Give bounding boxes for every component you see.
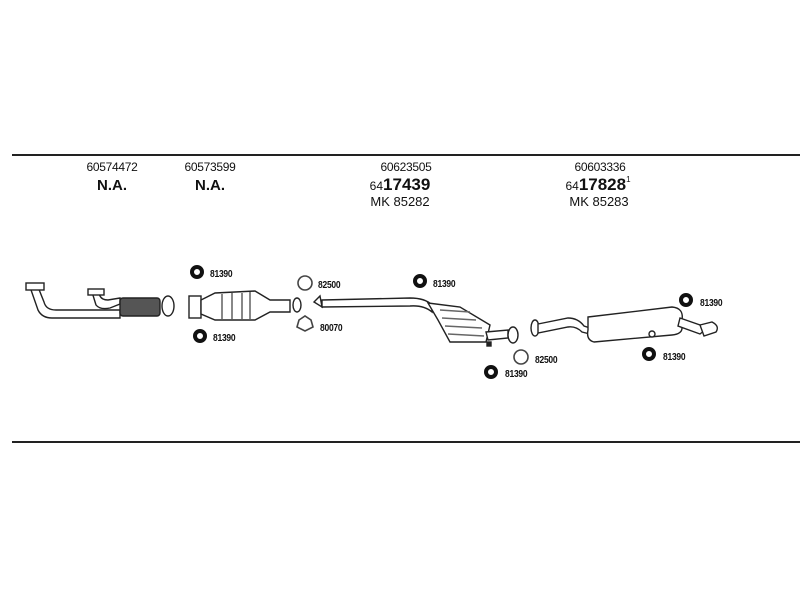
rubber-ring-icon (484, 365, 498, 379)
rubber-ring-icon (193, 329, 207, 343)
top-divider (12, 154, 800, 156)
bottom-divider (12, 441, 800, 443)
part-label: 80070 (320, 323, 343, 334)
middle-silencer-icon (312, 294, 519, 347)
ref-middle-silencer: 6417439 (369, 175, 431, 194)
flange-gasket-icon (296, 315, 314, 332)
rubber-ring-icon (642, 347, 656, 361)
catalytic-converter-icon (188, 290, 302, 321)
rubber-ring-icon (679, 293, 693, 307)
part-label: 81390 (213, 333, 236, 344)
part-number-middle-silencer: 60623505 (380, 160, 432, 174)
gasket-ring-icon (513, 349, 529, 365)
part-number-front-pipe: 60574472 (86, 160, 138, 174)
part-label: 81390 (210, 269, 233, 280)
rear-silencer-icon (530, 306, 719, 343)
part-label: 81390 (433, 279, 456, 290)
status-front-pipe: N.A. (97, 177, 127, 194)
part-number-catalyst: 60573599 (184, 160, 236, 174)
part-label: 82500 (318, 280, 341, 291)
part-number-rear-silencer: 60603336 (574, 160, 626, 174)
rubber-ring-icon (413, 274, 427, 288)
part-label: 82500 (535, 355, 558, 366)
rubber-mounts (190, 265, 693, 379)
part-label: 81390 (700, 298, 723, 309)
part-label: 81390 (663, 352, 686, 363)
status-catalyst: N.A. (195, 177, 225, 194)
ref-rear-silencer: 64178281 (565, 175, 631, 194)
mk-rear-silencer: MK 85283 (569, 194, 629, 209)
part-label: 81390 (505, 369, 528, 380)
rubber-ring-icon (190, 265, 204, 279)
front-pipe-icon (25, 282, 175, 319)
mk-middle-silencer: MK 85282 (370, 194, 430, 209)
gasket-ring-icon (297, 275, 313, 291)
